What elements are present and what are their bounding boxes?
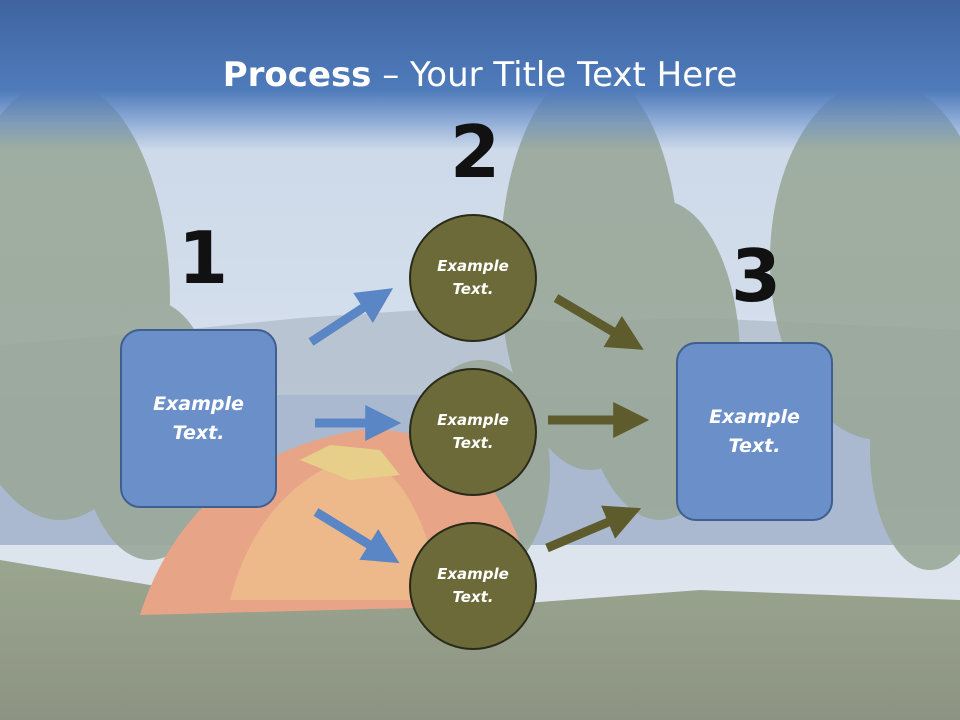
arrow-circle-top-to-box3 <box>553 294 644 350</box>
step-3-text-line2: Text. <box>728 434 781 457</box>
circle-top-line1: Example <box>437 257 509 275</box>
step-number-2: 2 <box>450 110 501 194</box>
step-3-box: Example Text. <box>676 342 833 521</box>
header-band <box>0 0 960 150</box>
circle-middle-line2: Text. <box>452 434 494 452</box>
title-bold: Process <box>222 55 372 95</box>
step-1-box: Example Text. <box>120 329 277 508</box>
step-2-circle-top: Example Text. <box>409 214 537 342</box>
circle-bottom-line1: Example <box>437 565 509 583</box>
step-number-3: 3 <box>731 234 782 318</box>
step-3-text-line1: Example <box>709 405 800 428</box>
arrow-box1-to-circle-top <box>308 288 394 346</box>
step-1-text-line1: Example <box>153 392 244 415</box>
step-2-circle-middle: Example Text. <box>409 368 537 496</box>
circle-middle-line1: Example <box>437 411 509 429</box>
circle-bottom-line2: Text. <box>452 588 494 606</box>
step-1-text-line2: Text. <box>172 421 225 444</box>
step-number-1: 1 <box>178 216 229 300</box>
arrow-circle-bottom-to-box3 <box>545 505 642 553</box>
step-2-circle-bottom: Example Text. <box>409 522 537 650</box>
title-rest: – Your Title Text Here <box>371 55 738 95</box>
slide-title: Process – Your Title Text Here <box>0 52 960 98</box>
circle-top-line2: Text. <box>452 280 494 298</box>
arrow-box1-to-circle-bottom <box>313 508 400 564</box>
